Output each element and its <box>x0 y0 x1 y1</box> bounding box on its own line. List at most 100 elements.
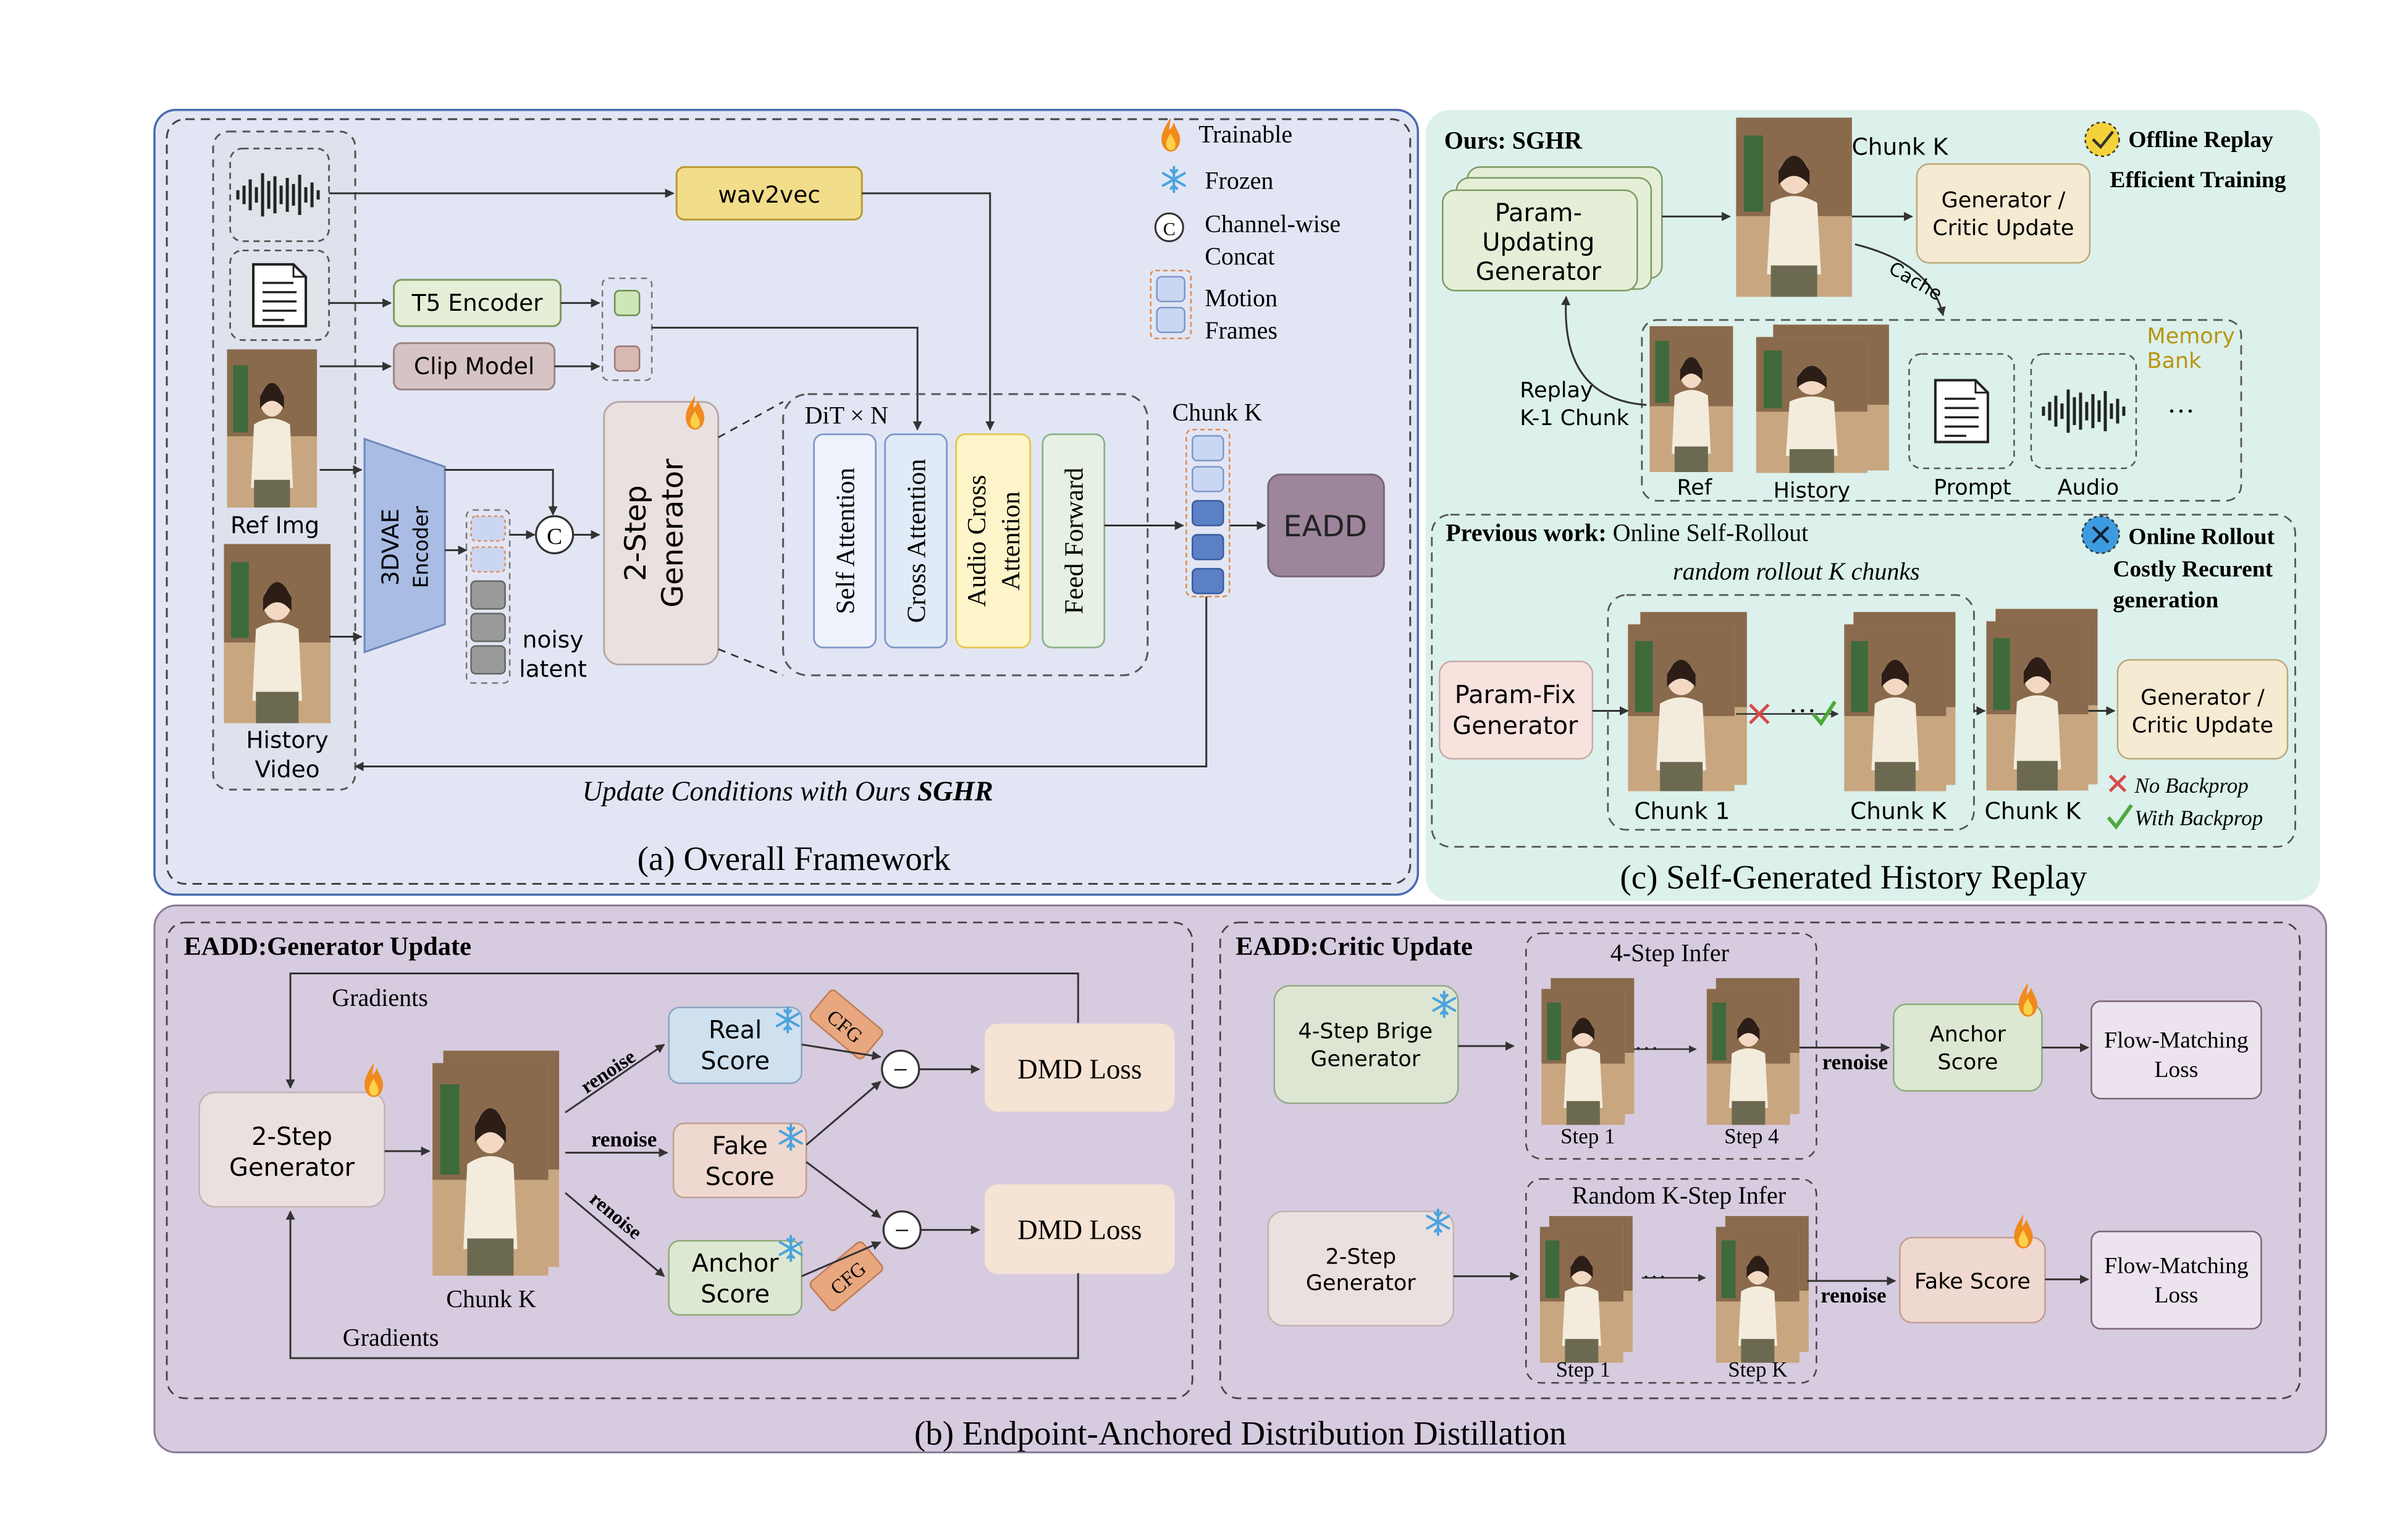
costly-label: Costly Recurent <box>2113 557 2273 582</box>
legend-concat: Channel-wise <box>1205 209 1341 237</box>
renoise-label-2: renoise <box>591 1128 657 1152</box>
cross-attention-box: Cross Attention <box>903 459 932 623</box>
panel-b-eadd: EADD:Generator Update Gradients 2-Step G… <box>153 905 2327 1454</box>
flow-matching-loss-2: Loss <box>2155 1057 2199 1082</box>
efficient-training-label: Efficient Training <box>2110 167 2286 193</box>
concat-icon: C <box>1163 219 1176 239</box>
offline-replay-label: Offline Replay <box>2128 127 2273 153</box>
step-4-label: Step 4 <box>1724 1125 1779 1149</box>
minus-op: − <box>893 1056 908 1085</box>
no-backprop-label: No Backprop <box>2134 774 2248 798</box>
real-score-box-2: Score <box>701 1047 770 1076</box>
costly-label-2: generation <box>2113 588 2218 613</box>
step-1-label-b: Step 1 <box>1556 1357 1610 1382</box>
gradients-top-label: Gradients <box>332 984 428 1011</box>
chunk-k-a-label: Chunk K <box>1850 798 1947 825</box>
step-1-label: Step 1 <box>1560 1125 1615 1149</box>
param-fix-generator-2: Generator <box>1452 712 1578 740</box>
panel-c-caption: (c) Self-Generated History Replay <box>1620 858 2087 896</box>
dmd-loss-box: DMD Loss <box>1017 1054 1142 1085</box>
backprop-check-icon <box>1812 700 1837 727</box>
chunk-k-label: Chunk K <box>1172 398 1262 426</box>
legend-trainable: Trainable <box>1198 120 1292 148</box>
self-attention-box: Self Attention <box>831 468 861 614</box>
clip-model-box: Clip Model <box>414 352 534 379</box>
check-circle-icon <box>2084 121 2120 158</box>
noisy-latent-label: noisy <box>523 626 584 653</box>
no-backprop-cross-icon <box>2108 774 2127 793</box>
panel-a-overall-framework: Ref Img History Video wav2vec T5 Encoder… <box>153 109 1420 896</box>
noisy-latent-label-2: latent <box>519 655 587 682</box>
two-step-generator-2: Generator <box>229 1154 355 1182</box>
fake-score-critic: Fake Score <box>1914 1270 2031 1294</box>
anchor-score-critic-2: Score <box>1937 1050 1998 1075</box>
param-updating-generator-3: Generator <box>1476 258 1602 286</box>
generator-critic-update-box-2b: Critic Update <box>2132 713 2273 738</box>
memory-history-label: History <box>1774 478 1851 503</box>
replay-label-2: K-1 Chunk <box>1520 406 1629 431</box>
flow-matching-loss-b-2: Loss <box>2155 1283 2199 1308</box>
t5-encoder-box: T5 Encoder <box>411 289 544 316</box>
brige-generator: 4-Step Brige <box>1298 1019 1433 1044</box>
fake-score-box-2: Score <box>705 1163 775 1191</box>
memory-bank-label-2: Bank <box>2147 348 2202 373</box>
audio-cross-attention-box-2: Attention <box>996 491 1025 591</box>
anchor-score-box: Anchor <box>692 1249 780 1278</box>
memory-prompt-label: Prompt <box>1934 475 2011 500</box>
param-updating-generator-2: Updating <box>1482 228 1594 256</box>
vae-encoder-label: 3DVAE <box>377 508 404 586</box>
history-video-label: History <box>246 726 328 753</box>
four-step-infer-label: 4-Step Infer <box>1610 939 1729 967</box>
real-score-box: Real <box>709 1016 762 1045</box>
with-backprop-check-icon <box>2107 804 2133 830</box>
legend-frozen: Frozen <box>1205 166 1273 194</box>
renoise-label-5: renoise <box>1821 1283 1886 1307</box>
panel-c-sghr: Ours: SGHR Param- Updating Generator Chu… <box>1425 109 2320 901</box>
memory-audio-label: Audio <box>2058 475 2119 500</box>
online-rollout-label: Online Rollout <box>2128 524 2275 549</box>
concat-symbol: C <box>547 524 562 549</box>
chunk-k-top-label: Chunk K <box>1852 133 1949 160</box>
minus-op-2: − <box>895 1217 909 1246</box>
flow-matching-loss: Flow-Matching <box>2104 1028 2249 1053</box>
memory-ellipsis: ··· <box>2167 395 2195 426</box>
previous-work-title: Previous work: Online Self-Rollout <box>1446 518 1808 546</box>
vae-encoder-label-2: Encoder <box>410 505 433 588</box>
anchor-score-box-2: Score <box>701 1280 770 1309</box>
param-fix-generator: Param-Fix <box>1455 681 1576 709</box>
dmd-loss-box-2: DMD Loss <box>1017 1215 1142 1246</box>
memory-bank-label: Memory <box>2147 324 2234 348</box>
generator-update-title: EADD:Generator Update <box>184 932 471 961</box>
generator-critic-update-box-2: Generator / <box>2141 685 2265 710</box>
random-rollout-label: random rollout K chunks <box>1673 557 1920 585</box>
no-backprop-cross-icon <box>1749 703 1770 725</box>
critic-update-title: EADD:Critic Update <box>1236 932 1473 961</box>
panel-b-caption: (b) Endpoint-Anchored Distribution Disti… <box>914 1414 1567 1452</box>
ours-sghr-title: Ours: SGHR <box>1444 126 1583 154</box>
generator-label-2: Generator <box>656 458 690 608</box>
generator-label: 2-Step <box>619 485 653 581</box>
chunk-k-b-label: Chunk K <box>1985 798 2082 825</box>
prompt-doc-icon <box>1935 380 1988 442</box>
eadd-box: EADD <box>1283 510 1367 544</box>
history-video-label-2: Video <box>255 756 320 783</box>
feed-forward-box: Feed Forward <box>1060 468 1089 614</box>
legend-motion: Motion <box>1205 284 1278 311</box>
panel-a-caption: (a) Overall Framework <box>638 840 951 877</box>
brige-generator-2: Generator <box>1310 1047 1420 1072</box>
replay-label: Replay <box>1520 378 1593 403</box>
two-step-generator: 2-Step <box>251 1123 332 1151</box>
generator-critic-update-box: Generator / <box>1942 188 2066 213</box>
step-k-label: Step K <box>1728 1357 1787 1382</box>
memory-ref-label: Ref <box>1677 475 1712 500</box>
legend-motion-2: Frames <box>1205 316 1278 344</box>
wav2vec-box: wav2vec <box>718 181 820 208</box>
dit-label: DiT × N <box>805 401 888 429</box>
ref-img-label: Ref Img <box>230 512 319 539</box>
legend-concat-2: Concat <box>1205 242 1274 270</box>
param-updating-generator: Param- <box>1495 199 1582 227</box>
update-note: Update Conditions with Ours SGHR <box>583 776 993 807</box>
gradients-bottom-label: Gradients <box>343 1323 439 1351</box>
